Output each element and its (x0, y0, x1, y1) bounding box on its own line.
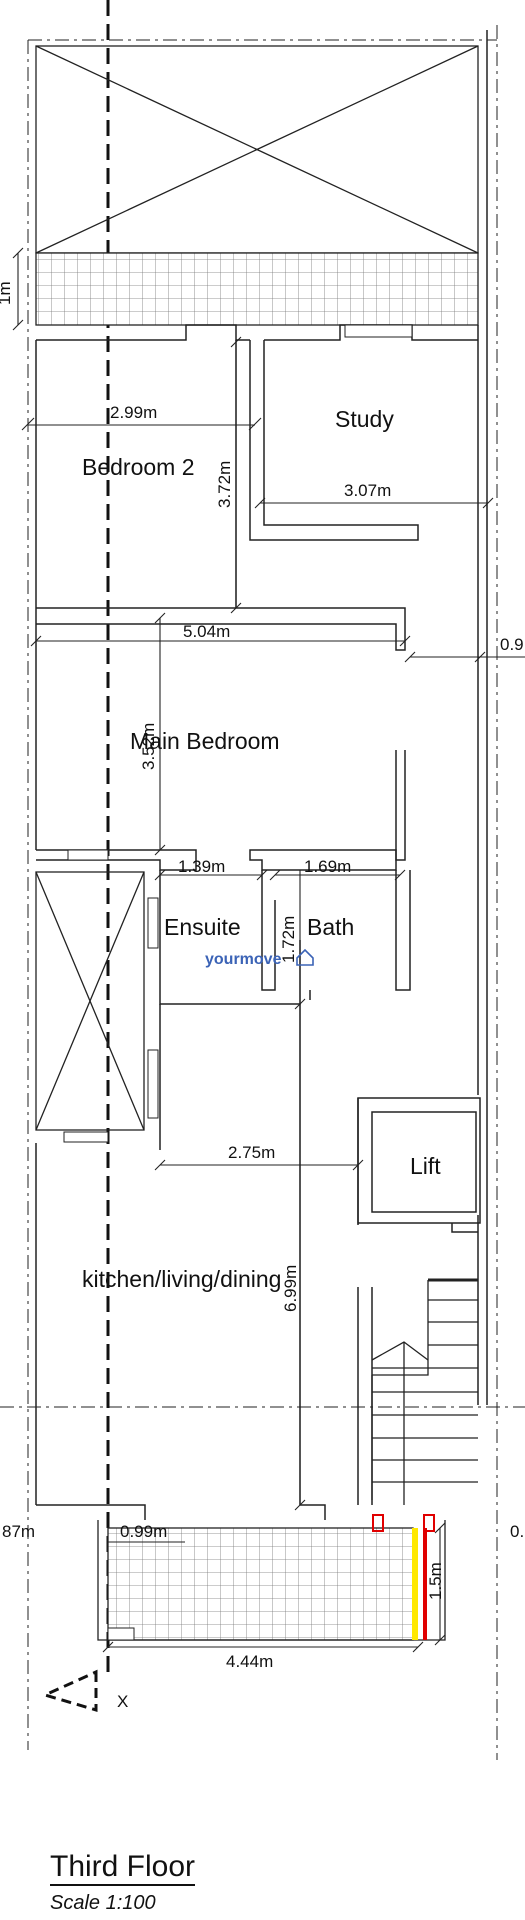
dim-right-gap: 0.9 (500, 635, 524, 654)
dim-terrace-side: 0.99m (120, 1522, 167, 1541)
drawing-title: Third Floor (50, 1850, 196, 1886)
bath-label: Bath (307, 914, 354, 940)
lift-label: Lift (410, 1153, 441, 1179)
dim-terrace-depth: 1.5m (426, 1562, 445, 1600)
balcony (97, 1514, 446, 1641)
dim-main-width: 5.04m (183, 622, 230, 641)
bedroom2-label: Bedroom 2 (82, 454, 195, 480)
void-area (35, 45, 479, 254)
ensuite-label: Ensuite (164, 914, 241, 940)
dim-bed2-width: 2.99m (110, 403, 157, 422)
windows (63, 324, 413, 1143)
staircase (371, 1278, 478, 1505)
dim-kitchen-depth: 6.99m (281, 1265, 300, 1312)
home-icon (296, 948, 314, 966)
study-label: Study (335, 406, 394, 432)
dim-top-left: 1m (0, 281, 14, 305)
dim-terrace-width: 4.44m (226, 1652, 273, 1671)
main-bedroom-label: Main Bedroom (130, 728, 280, 754)
dim-left-edge: 87m (2, 1522, 35, 1541)
dim-bath-depth: 1.72m (279, 916, 298, 963)
stairwell-void (35, 871, 145, 1131)
dimension-lines (12, 247, 525, 1653)
dim-right-edge: 0. (510, 1522, 524, 1541)
dim-kitchen-width: 2.75m (228, 1143, 275, 1162)
section-marker (40, 1669, 98, 1713)
top-terrace (35, 252, 479, 326)
dim-bath-width: 1.69m (304, 857, 351, 876)
drawing-scale: Scale 1:100 (50, 1892, 156, 1914)
dim-main-depth: 3.52m (139, 723, 158, 770)
dim-bed2-depth: 3.72m (215, 461, 234, 508)
section-marker-label: X (117, 1692, 128, 1711)
plot-boundary (0, 25, 525, 1760)
watermark: yourmove (205, 951, 282, 968)
kitchen-label: kitchen/living/dining (82, 1266, 281, 1292)
dim-study-width: 3.07m (344, 481, 391, 500)
dim-ensuite-width: 1.39m (178, 857, 225, 876)
